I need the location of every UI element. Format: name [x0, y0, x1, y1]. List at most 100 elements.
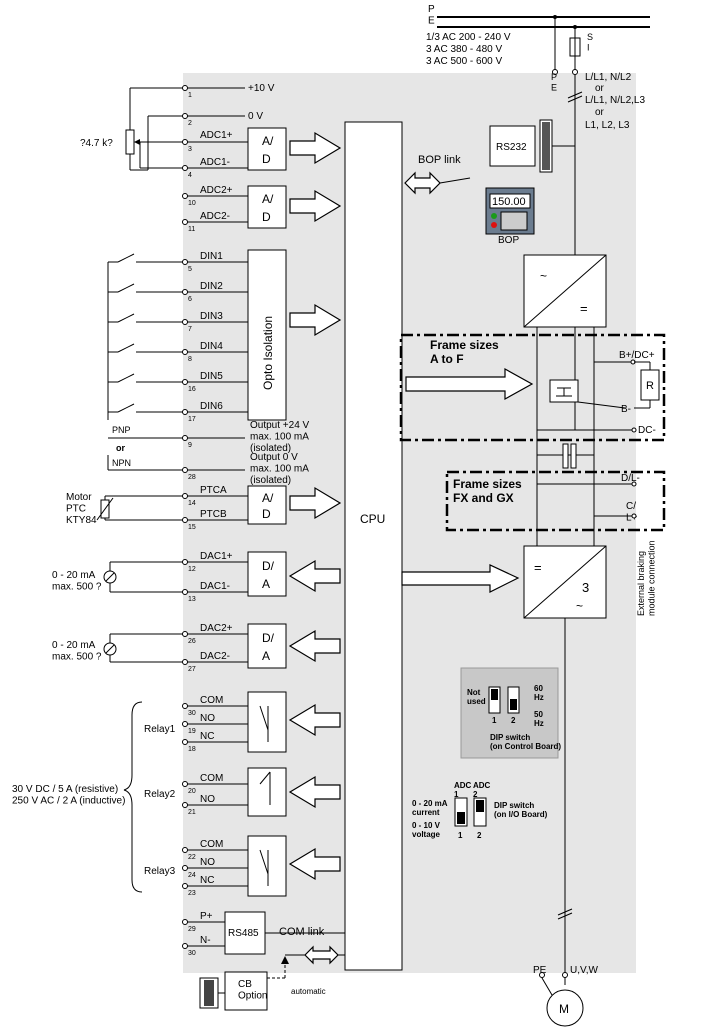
relay1-block: [247, 691, 287, 753]
terminal-number: 30: [188, 950, 196, 957]
din6-label: DIN6: [200, 401, 223, 412]
da2-label-d: D/: [262, 631, 275, 645]
terminal-20: [182, 781, 188, 787]
supply-voltage-3: 3 AC 500 - 600 V: [426, 56, 502, 67]
frame-af-boundary: [399, 333, 666, 442]
ptc-ad-converter: [247, 485, 287, 525]
dc-capacitor: [562, 443, 569, 469]
digital-inputs: DIN1 DIN2 DIN3 DIN4 DIN5 DIN6 Opto Isola…: [107, 249, 342, 486]
da1-label-d: D/: [262, 559, 275, 573]
pot-label: ?4.7 k?: [80, 138, 113, 149]
inverter-tilde: ~: [576, 599, 583, 613]
ptc-ad-label-d: D: [262, 507, 271, 521]
terminal-number: 13: [188, 596, 196, 603]
rs232-label: RS232: [496, 142, 527, 153]
terminal-number: 22: [188, 854, 196, 861]
terminal-number: 5: [188, 266, 192, 273]
terminal-8: [182, 349, 188, 355]
opto-label: Opto Isolation: [261, 316, 275, 390]
terminal-number: 18: [188, 746, 196, 753]
bminus-label: B-: [621, 404, 631, 415]
terminal-17: [182, 409, 188, 415]
resistor-label: R: [646, 380, 654, 392]
terminal-21: [182, 802, 188, 808]
terminal-30: [182, 703, 188, 709]
relay3-no: NO: [200, 857, 215, 868]
terminal-number: 20: [188, 788, 196, 795]
inverter-3: 3: [582, 580, 589, 595]
terminal-11: [182, 219, 188, 225]
rs485-label: RS485: [228, 928, 259, 939]
terminal-5: [182, 259, 188, 265]
terminal-number: 7: [188, 326, 192, 333]
dip-control-2: 2: [511, 716, 516, 725]
dl-label: D/L-: [621, 473, 640, 484]
dip-control-caption: DIP switch(on Control Board): [490, 733, 561, 751]
relay1-arrow: [288, 703, 341, 737]
bop-stop-button[interactable]: [491, 222, 497, 228]
terminal-number: 2: [188, 120, 192, 127]
relay3-nc: NC: [200, 875, 214, 886]
adc1-arrow: [289, 131, 342, 165]
frame-af-arrow: [405, 367, 534, 401]
motor-label: M: [559, 1002, 569, 1016]
terminal-number: 24: [188, 872, 196, 879]
relay-rating: 30 V DC / 5 A (resistive)250 V AC / 2 A …: [12, 784, 125, 807]
dac1m-label: DAC1-: [200, 581, 230, 592]
terminal-number: 30: [188, 710, 196, 717]
adc2p-label: ADC2+: [200, 185, 233, 196]
nminus-label: N-: [200, 935, 211, 946]
relay-brace: [123, 701, 143, 893]
zero-v-label: 0 V: [248, 111, 263, 122]
bop-link-label: BOP link: [418, 154, 461, 166]
terminal-layer: 1234101156781617928141512132627301918202…: [182, 85, 196, 957]
da1-label-a: A: [262, 577, 270, 591]
terminal-7: [182, 319, 188, 325]
terminal-16: [182, 379, 188, 385]
terminal-number: 26: [188, 638, 196, 645]
relay1-label: Relay1: [144, 724, 176, 735]
rectifier-tilde: ~: [540, 269, 547, 283]
terminal-19: [182, 721, 188, 727]
terminal-number: 11: [188, 226, 195, 233]
cpu-label: CPU: [360, 512, 385, 526]
ad1-label-a: A/: [262, 134, 274, 148]
terminal-number: 6: [188, 296, 192, 303]
ad2-label-a: A/: [262, 192, 274, 206]
bop-display: 150.00: [492, 196, 526, 208]
inverter-eq: =: [534, 560, 542, 575]
adc1m-label: ADC1-: [200, 157, 230, 168]
da-converter-2: [247, 623, 287, 669]
or-label: or: [116, 443, 125, 453]
din1-label: DIN1: [200, 251, 223, 262]
bop-run-button[interactable]: [491, 213, 497, 219]
relay1-com: COM: [200, 695, 223, 706]
terminal-number: 19: [188, 728, 196, 735]
ext-brake-label: External brakingmodule connection: [636, 540, 656, 616]
rectifier-eq: =: [580, 301, 588, 316]
terminal-4: [182, 165, 188, 171]
terminal-number: 1: [188, 92, 192, 99]
bplus-label: B+/DC+: [619, 350, 655, 361]
terminal-14: [182, 493, 188, 499]
relay3-arrow: [288, 847, 341, 881]
terminal-15: [182, 517, 188, 523]
ptcb-label: PTCB: [200, 509, 227, 520]
line-terminal-or-1: or: [595, 83, 605, 94]
din4-label: DIN4: [200, 341, 223, 352]
motor: [546, 989, 584, 1027]
terminal-number: 16: [188, 386, 196, 393]
automatic-label: automatic: [291, 987, 326, 996]
da-converter-1: [247, 551, 287, 597]
terminal-number: 12: [188, 566, 196, 573]
terminal-number: 8: [188, 356, 192, 363]
